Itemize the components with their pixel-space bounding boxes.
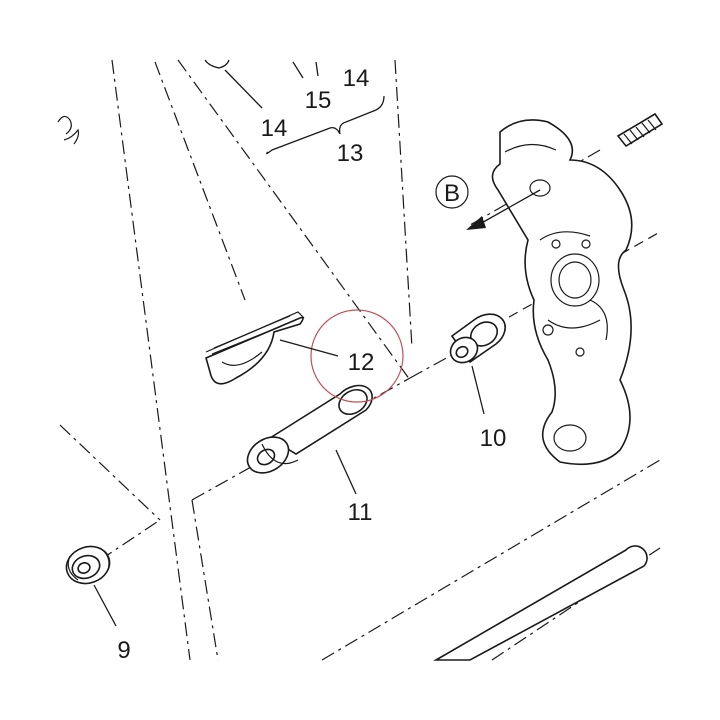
label-part-10: 10 xyxy=(480,425,507,452)
label-part-9: 9 xyxy=(117,637,130,664)
label-part-13: 13 xyxy=(337,140,364,167)
label-part-15: 15 xyxy=(305,87,332,114)
arrow-left-icon xyxy=(466,216,486,230)
label-part-14-left: 14 xyxy=(261,115,288,142)
bracket-plate xyxy=(491,119,633,466)
view-b-marker: B xyxy=(435,175,541,230)
leader-lines xyxy=(93,339,485,627)
part-13-assembly-top xyxy=(204,59,385,155)
part-12-clip xyxy=(205,311,305,385)
part-9-grommet xyxy=(65,545,111,585)
part-10-bushing xyxy=(449,313,506,364)
partial-part-edge xyxy=(57,115,80,145)
rod xyxy=(433,545,648,661)
part-11-sleeve xyxy=(246,384,373,474)
highlight-circle xyxy=(310,309,404,403)
label-part-11: 11 xyxy=(348,499,373,526)
screw xyxy=(616,112,664,148)
bracket-13 xyxy=(266,95,385,155)
view-letter-b: B xyxy=(444,180,460,207)
label-part-12: 12 xyxy=(348,349,375,376)
label-part-14-right: 14 xyxy=(343,65,370,92)
